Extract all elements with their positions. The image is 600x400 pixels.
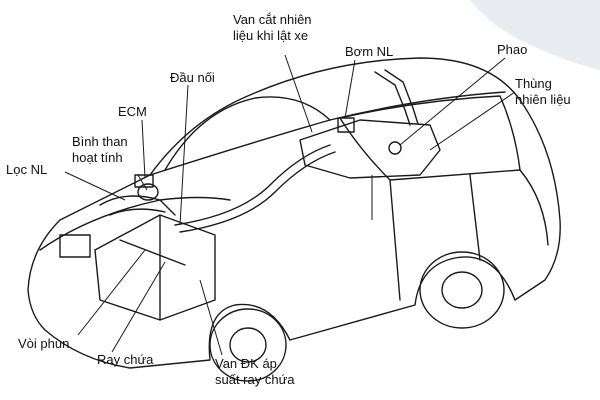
label-van-dk-line1: Van ĐK áp <box>215 356 277 371</box>
car-body-outline <box>27 57 561 369</box>
leader-phao <box>399 57 506 146</box>
battery <box>59 234 91 258</box>
label-van-dk: Van ĐK áp suất ray chứa <box>215 356 295 388</box>
leader-dau-noi <box>179 84 189 226</box>
side-window <box>339 95 521 181</box>
label-thung-line2: nhiên liệu <box>515 92 571 107</box>
label-bom: Bơm NL <box>345 44 394 59</box>
leader-van-cat <box>284 54 313 133</box>
label-ray-chua: Ray chứa <box>97 352 154 367</box>
leader-loc <box>64 171 126 201</box>
front-wheel-hub <box>229 327 267 363</box>
pump-module <box>337 117 355 133</box>
label-van-cat-line1: Van cắt nhiên <box>233 12 312 27</box>
leader-van-dk <box>199 279 223 356</box>
leader-bom <box>344 59 356 119</box>
roof-line <box>149 91 506 176</box>
label-binh-than-line2: hoạt tính <box>72 150 123 165</box>
label-van-cat-line2: liệu khi lật xe <box>233 28 309 43</box>
door-line <box>389 174 481 301</box>
label-van-cat: Van cắt nhiên liệu khi lật xe <box>233 12 312 44</box>
label-phao: Phao <box>497 42 528 57</box>
label-binh-than-line1: Bình than <box>72 134 128 149</box>
return-line <box>179 151 336 233</box>
label-thung-line1: Thùng <box>515 76 552 91</box>
front-wheel <box>209 308 287 382</box>
intake <box>99 195 176 216</box>
canister <box>137 183 159 201</box>
ecm-box <box>134 174 154 188</box>
label-binh-than: Bình than hoạt tính <box>72 134 128 166</box>
rear-wheel-hub <box>441 271 483 309</box>
rear-wheel <box>419 251 505 329</box>
leader-thung <box>429 91 516 151</box>
label-loc: Lọc NL <box>6 162 48 177</box>
label-van-dk-line2: suất ray chứa <box>215 372 295 387</box>
windshield <box>164 96 331 171</box>
backdrop-shape <box>470 0 600 70</box>
leader-voi-phun <box>77 249 146 336</box>
float <box>388 141 402 155</box>
leader-ecm <box>141 119 146 179</box>
hood-line <box>39 196 231 251</box>
filler-neck-2 <box>384 69 419 125</box>
label-thung: Thùng nhiên liệu <box>515 76 571 108</box>
fuel-line <box>174 144 331 226</box>
label-voi-phun: Vòi phun <box>18 336 70 351</box>
rear-panel <box>519 169 549 246</box>
engine-block <box>94 214 216 321</box>
leader-binh-than <box>137 174 148 191</box>
label-ecm: ECM <box>118 104 147 119</box>
label-dau-noi: Đầu nối <box>170 70 215 85</box>
leader-ray-chua <box>111 261 166 353</box>
filler-neck <box>374 71 411 126</box>
fuel-tank <box>299 119 441 179</box>
